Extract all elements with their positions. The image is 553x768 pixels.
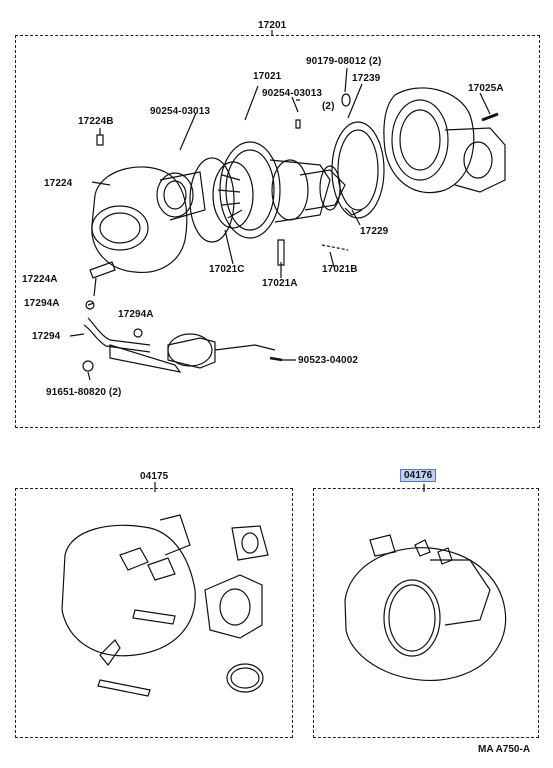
stud-17224b: [96, 134, 104, 146]
label-17021a: 17021A: [262, 278, 298, 289]
kit-04176-art: [344, 534, 507, 682]
label-17239: 17239: [352, 73, 381, 84]
label-17201: 17201: [258, 20, 287, 31]
label-qty-2: (2): [322, 101, 335, 112]
turbine-housing: [383, 87, 506, 194]
main-assembly-frame: [15, 35, 540, 428]
nut-90179: [341, 93, 351, 107]
bolt-91651: [82, 360, 94, 372]
seal-ring: [189, 157, 235, 243]
gasket-kit-04175-frame: [15, 488, 293, 738]
label-17294a-right: 17294A: [118, 309, 154, 320]
label-kit-04175: 04175: [140, 471, 169, 482]
compressor-housing: [91, 166, 206, 274]
label-17224: 17224: [44, 178, 73, 189]
label-17294: 17294: [32, 331, 61, 342]
label-90254-03013-right: 90254-03013: [262, 88, 323, 99]
kit-04175-art: [61, 514, 269, 697]
gasket-kit-04176-frame: [313, 488, 539, 738]
center-cartridge: [212, 141, 346, 239]
oil-pipe-union: [89, 261, 116, 279]
stud-17021a: [277, 239, 285, 266]
diagram-reference-code: MA A750-A: [478, 744, 531, 755]
label-17021b: 17021B: [322, 264, 358, 275]
label-90254-03013-left: 90254-03013: [150, 106, 211, 117]
label-17229: 17229: [360, 226, 389, 237]
label-90179-08012: 90179-08012 (2): [306, 56, 382, 67]
clamp-ring: [331, 121, 385, 219]
label-kit-04176[interactable]: 04176: [400, 469, 437, 482]
label-17021c: 17021C: [209, 264, 245, 275]
label-17025a: 17025A: [468, 83, 504, 94]
label-17021: 17021: [253, 71, 282, 82]
clip-17294a: [133, 328, 143, 338]
clip-17294a-left: [85, 300, 95, 310]
label-17224b: 17224B: [78, 116, 114, 127]
wastegate-actuator: [109, 333, 276, 373]
label-17224a: 17224A: [22, 274, 58, 285]
label-91651-80820: 91651-80820 (2): [46, 387, 122, 398]
label-17294a-left: 17294A: [24, 298, 60, 309]
hose-17294: [87, 317, 151, 346]
label-90523-04002: 90523-04002: [298, 355, 359, 366]
